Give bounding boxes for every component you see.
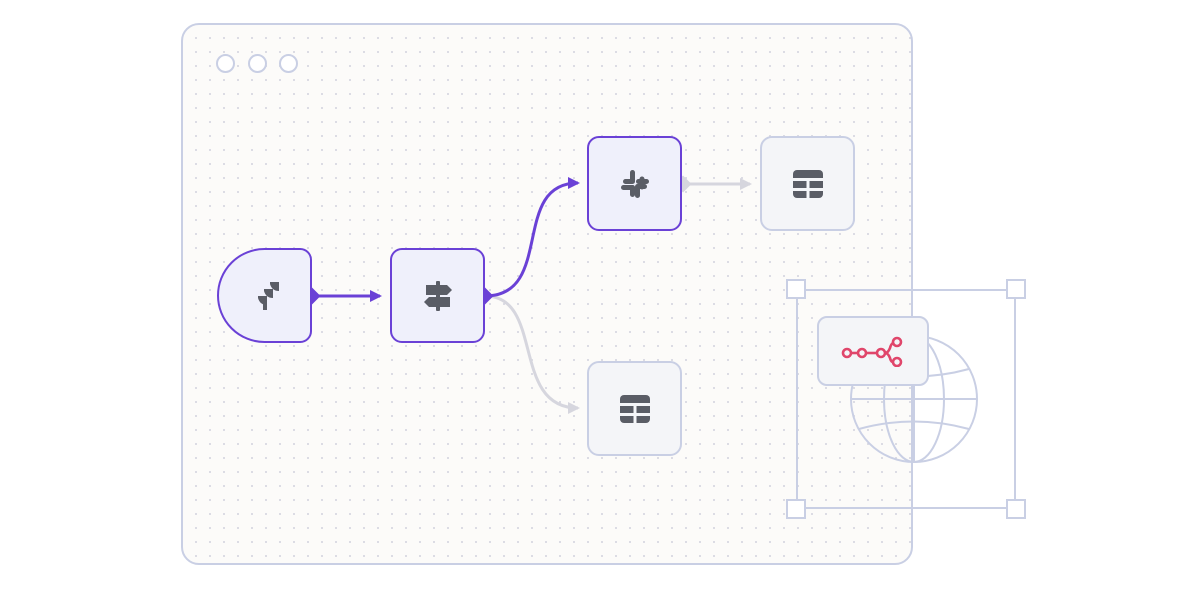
node-table-top[interactable] [760,136,855,231]
node-jira-trigger[interactable] [217,248,312,343]
resize-handle-bottom-right[interactable] [1006,499,1026,519]
n8n-logo-icon [841,336,903,367]
table-icon [792,169,823,198]
resize-handle-top-right[interactable] [1006,279,1026,299]
edge-switch-to-table-bottom [484,294,580,414]
slack-icon [620,169,649,198]
node-switch[interactable] [390,248,485,343]
resize-handle-top-left[interactable] [786,279,806,299]
node-table-bottom[interactable] [587,361,682,456]
resize-handle-bottom-left[interactable] [786,499,806,519]
edge-switch-to-slack [484,177,580,298]
window-dot-3 [279,54,298,73]
table-icon [619,394,650,423]
node-slack[interactable] [587,136,682,231]
signpost-icon [423,280,452,311]
window-dot-2 [248,54,267,73]
jira-icon [257,281,279,310]
logo-card [817,316,929,386]
window-dot-1 [216,54,235,73]
